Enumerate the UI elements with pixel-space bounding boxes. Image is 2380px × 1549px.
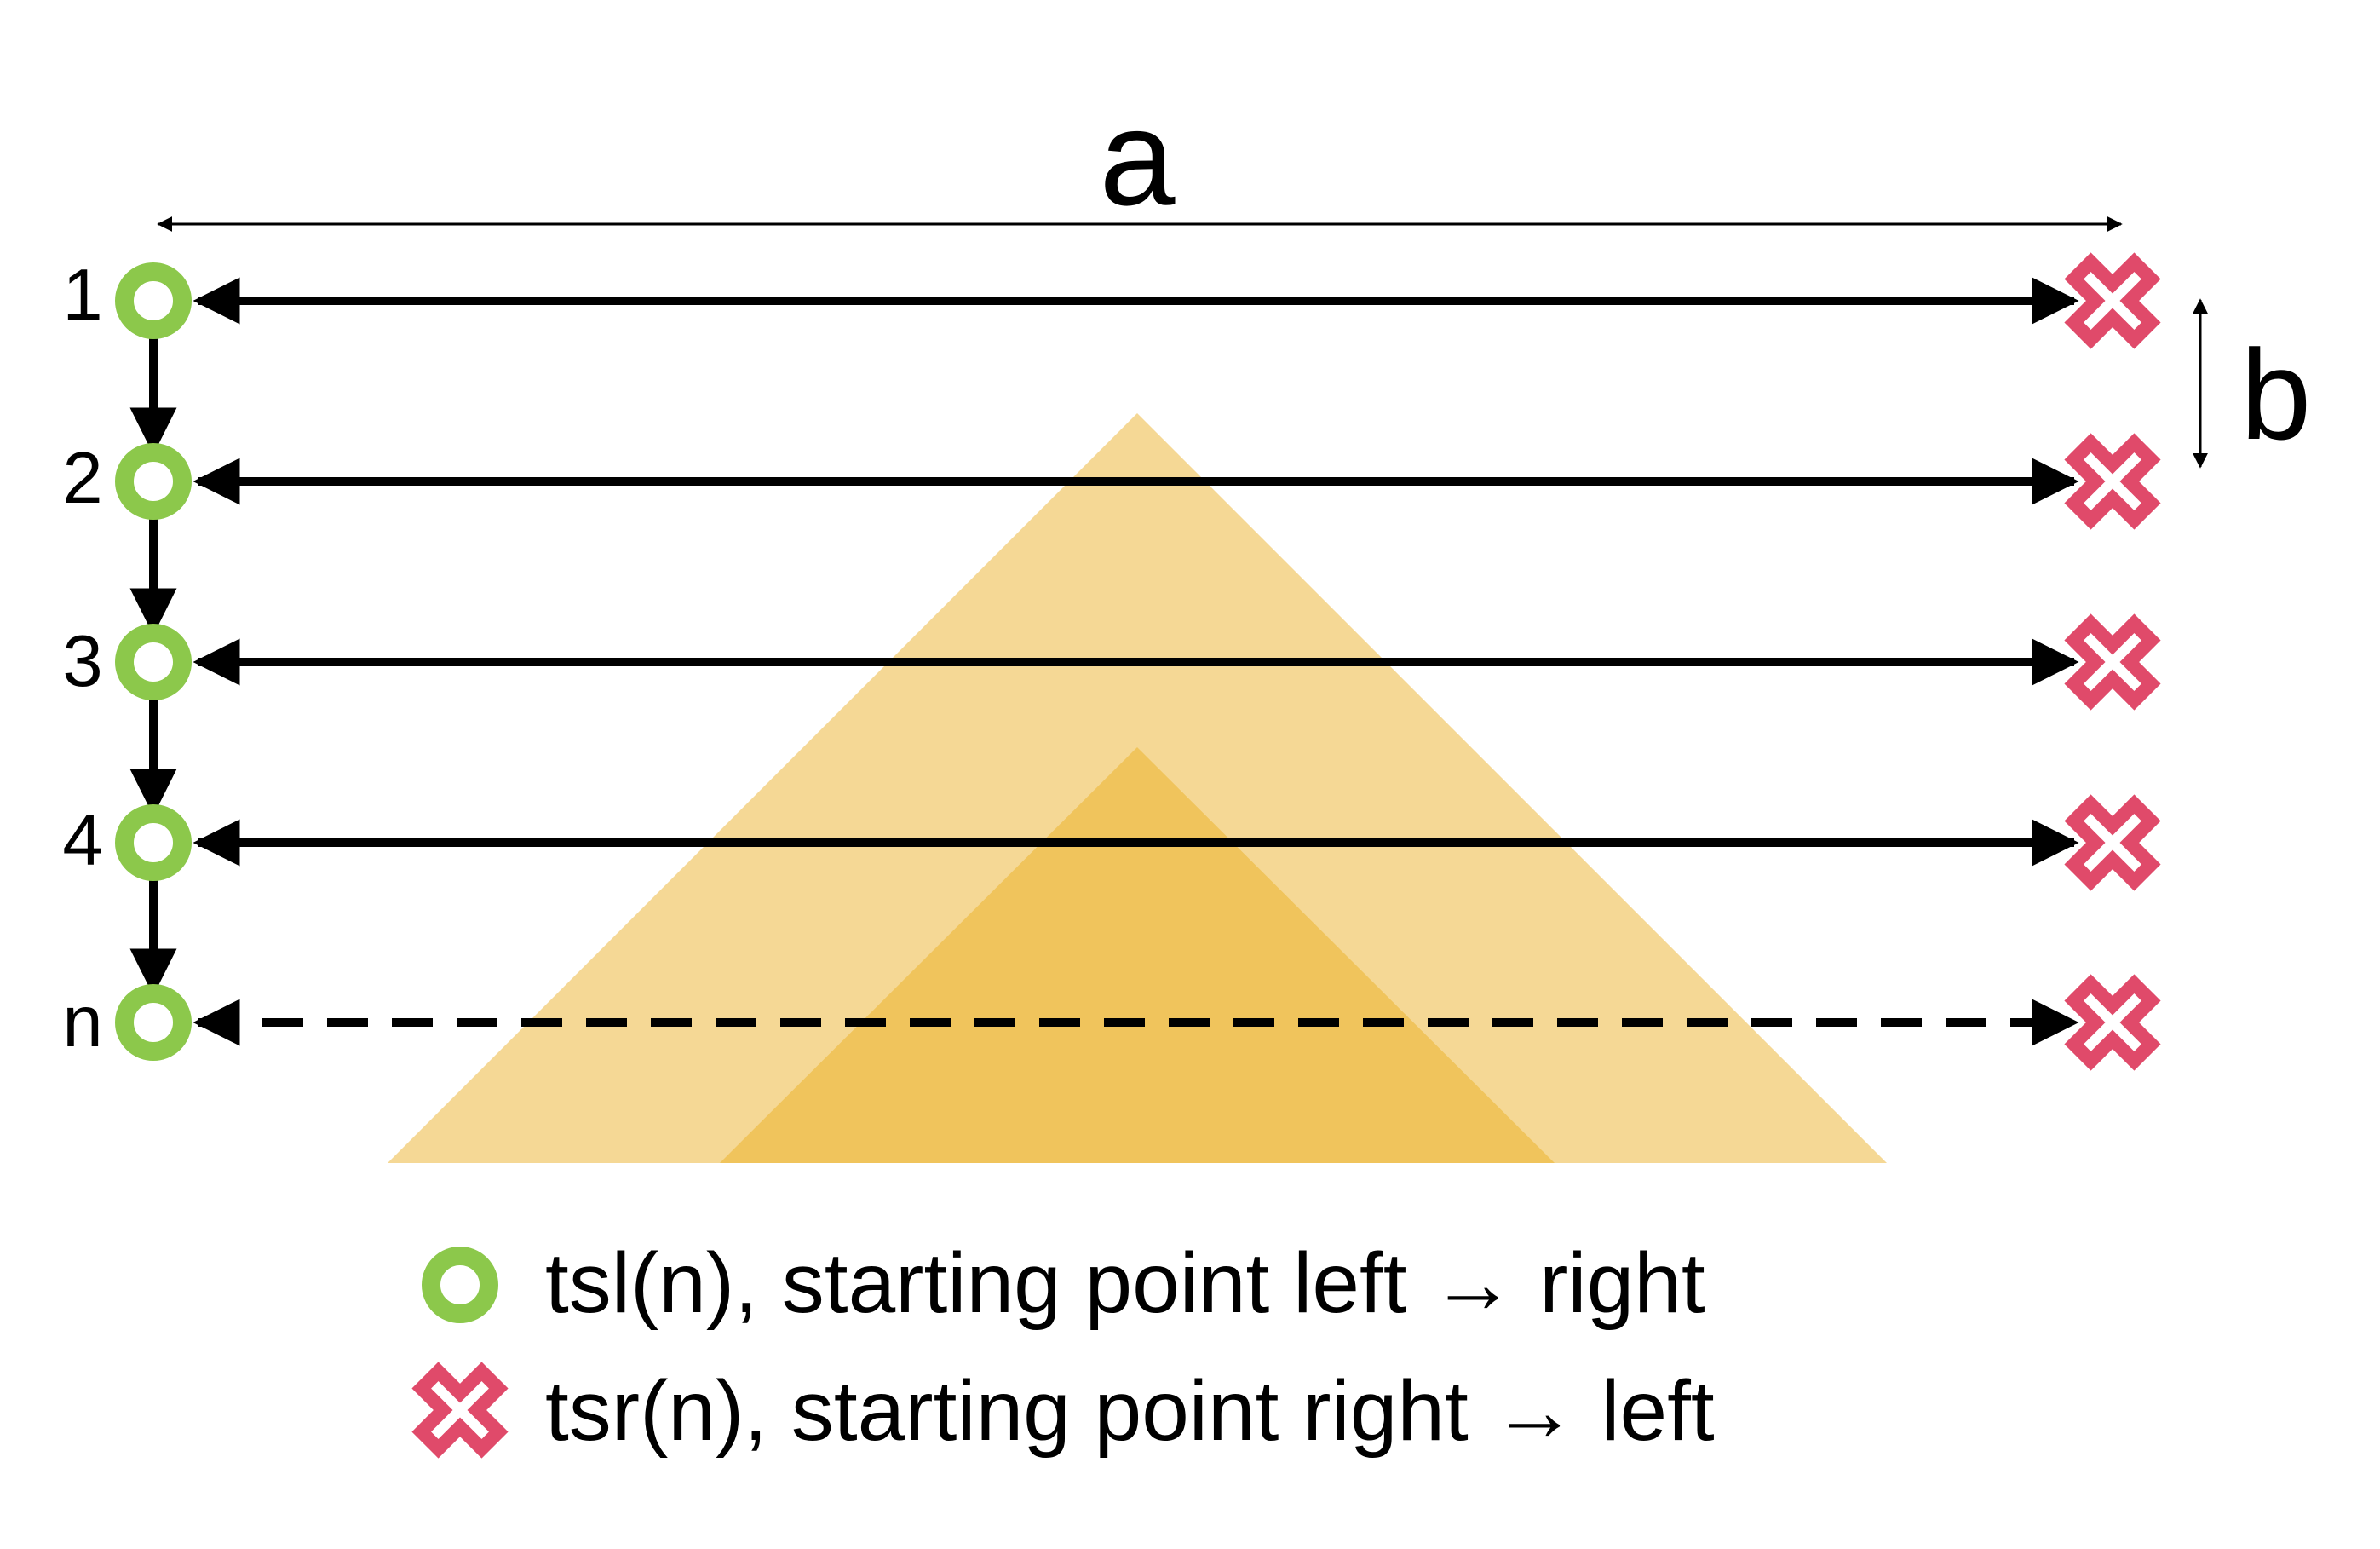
inner-triangle — [720, 747, 1555, 1163]
cross-icon — [2064, 433, 2161, 530]
row-label: 2 — [62, 438, 102, 519]
row-label: 4 — [62, 800, 102, 881]
cross-icon — [2064, 613, 2161, 711]
ring-icon — [115, 443, 192, 520]
legend-cross-icon — [411, 1362, 509, 1459]
row-label: 1 — [62, 255, 102, 336]
ring-icon — [115, 624, 192, 700]
cross-icon — [2064, 252, 2161, 349]
cross-icon — [2064, 974, 2161, 1071]
legend-item-left-to-right: tsl(n), starting point left → right — [545, 1235, 1705, 1331]
row-label: 3 — [62, 621, 102, 702]
row-label: n — [62, 982, 102, 1062]
ring-icon — [115, 984, 192, 1061]
dimension-b-label: b — [2240, 323, 2311, 466]
cross-icon — [2064, 794, 2161, 891]
ring-icon — [115, 262, 192, 339]
dimension-a-label: a — [1100, 81, 1176, 233]
legend-ring-icon — [422, 1247, 498, 1323]
ring-icon — [115, 804, 192, 881]
legend: tsl(n), starting point left → right tsr(… — [411, 1235, 1715, 1459]
legend-item-right-to-left: tsr(n), starting point right → left — [545, 1363, 1715, 1459]
